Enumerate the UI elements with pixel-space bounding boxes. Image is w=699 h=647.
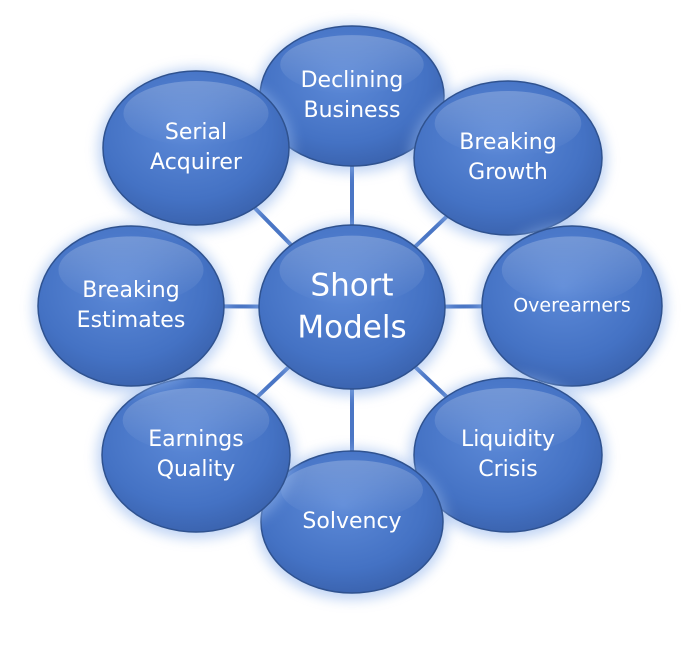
center-node-shine: [279, 235, 425, 305]
node-overearners-shine: [501, 236, 643, 304]
node-serial-acquirer-label-line-2: Acquirer: [150, 150, 243, 175]
node-breaking-growth-shine: [434, 91, 582, 156]
node-liquidity-crisis-label-line-1: Liquidity: [461, 427, 555, 452]
node-liquidity-crisis-shine: [434, 388, 582, 453]
node-breaking-estimates-label-line-2: Estimates: [77, 308, 186, 333]
node-declining-business-label-line-2: Business: [303, 98, 400, 123]
node-solvency-shine: [281, 460, 423, 520]
node-breaking-growth-label-line-2: Growth: [468, 160, 548, 185]
node-overearners: Overearners: [477, 223, 667, 393]
node-liquidity-crisis-label-line-2: Crisis: [478, 457, 538, 482]
node-solvency: Solvency: [256, 448, 448, 600]
node-breaking-growth-label-line-1: Breaking: [459, 130, 556, 155]
node-serial-acquirer-shine: [123, 81, 269, 146]
node-solvency-label-line-1: Solvency: [302, 509, 401, 534]
node-declining-business-label-line-1: Declining: [301, 68, 404, 93]
node-breaking-estimates-shine: [58, 236, 204, 304]
node-earnings-quality-label-line-1: Earnings: [148, 427, 243, 452]
center-label-line-2: Models: [297, 310, 406, 346]
node-earnings-quality-label-line-2: Quality: [157, 457, 236, 482]
node-overearners-label-line-1: Overearners: [513, 295, 631, 317]
node-declining-business-shine: [280, 35, 424, 94]
node-serial-acquirer-label-line-1: Serial: [165, 120, 227, 145]
node-layer: DecliningBusinessBreakingGrowthOverearne…: [33, 23, 667, 600]
node-breaking-estimates-label-line-1: Breaking: [82, 278, 179, 303]
center-label-line-1: Short: [310, 268, 393, 304]
node-earnings-quality-shine: [122, 388, 270, 453]
